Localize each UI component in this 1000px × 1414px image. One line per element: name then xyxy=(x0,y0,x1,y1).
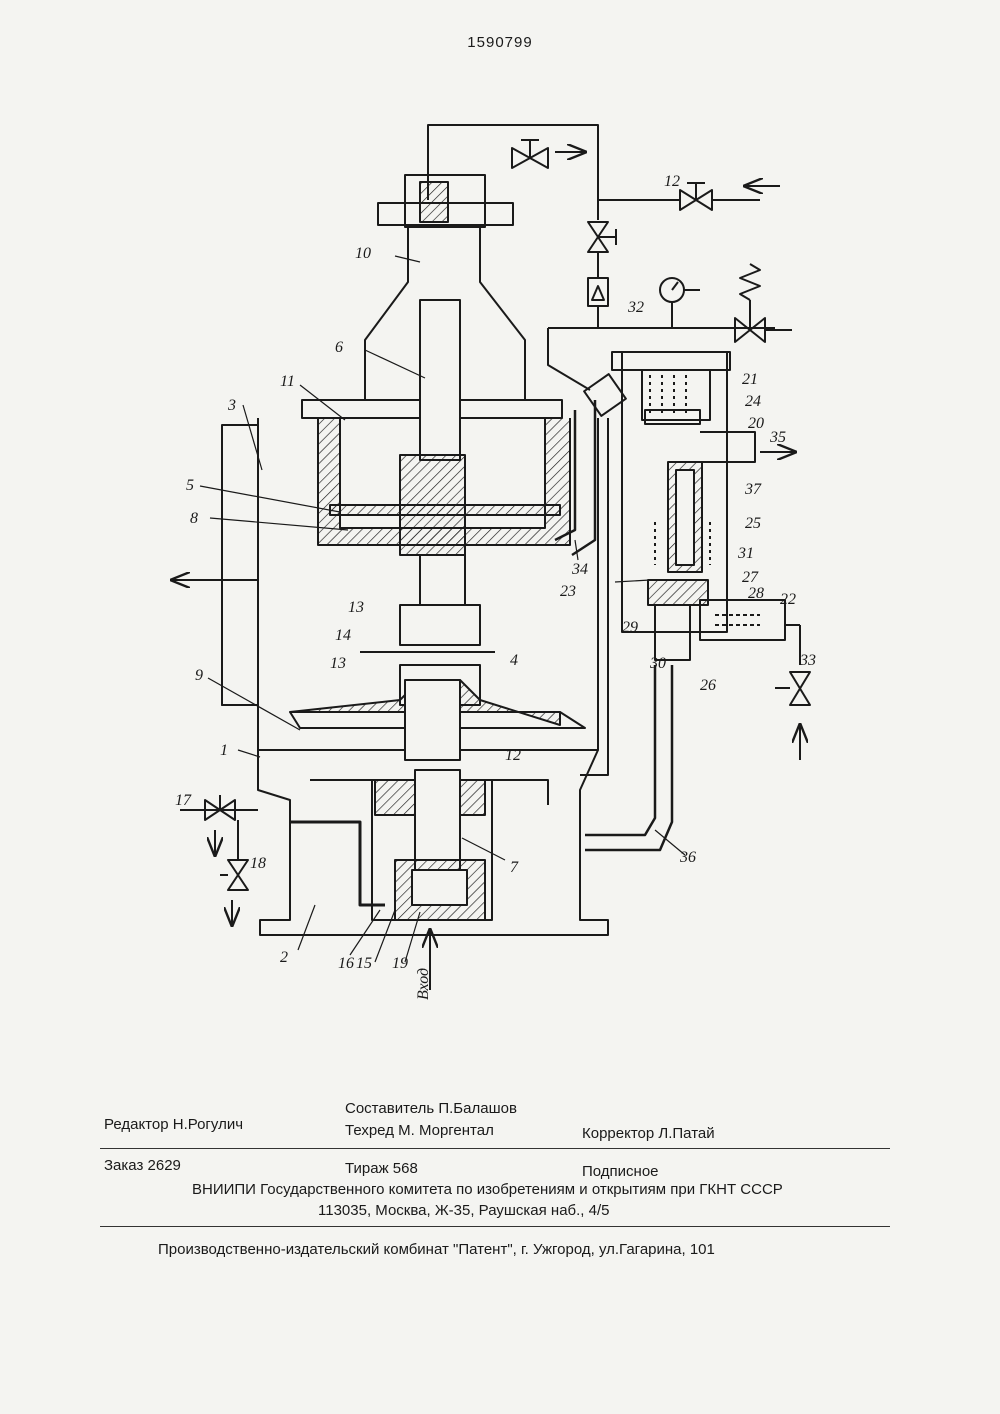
top-cap xyxy=(404,174,486,228)
top-valve-icon xyxy=(511,139,549,169)
label-26: 25 xyxy=(745,515,761,532)
label-3: 3 xyxy=(227,397,236,414)
label-13a: 13 xyxy=(348,599,364,616)
label-14: 13 xyxy=(330,655,346,672)
relief-valve-icon xyxy=(734,263,792,343)
document-number: 1590799 xyxy=(467,34,533,51)
label-15: 14 xyxy=(335,627,351,644)
label-4: 4 xyxy=(510,652,518,669)
label-25: 24 xyxy=(745,393,761,410)
label-17: 16 xyxy=(338,955,354,972)
label-36: 35 xyxy=(769,429,786,446)
label-27: 26 xyxy=(700,677,716,694)
institute: ВНИИПИ Государственного комитета по изоб… xyxy=(192,1181,783,1198)
label-33: 32 xyxy=(627,299,644,316)
label-19: 18 xyxy=(250,855,266,872)
label-8: 8 xyxy=(190,510,198,527)
label-13b: 12 xyxy=(505,747,521,764)
label-20: 19 xyxy=(392,955,408,972)
corrector: Корректор Л.Патай xyxy=(582,1125,715,1142)
techred: Техред М. Моргентал xyxy=(345,1122,494,1139)
inlet-label: Вход xyxy=(415,968,432,1000)
label-34: 33 xyxy=(799,652,816,669)
rule-2 xyxy=(100,1226,890,1227)
label-18: 17 xyxy=(175,792,192,809)
label-30: 29 xyxy=(622,619,638,636)
label-31: 30 xyxy=(649,655,666,672)
compiler: Составитель П.Балашов xyxy=(345,1100,517,1117)
valve-19-icon xyxy=(220,859,249,891)
label-23: 22 xyxy=(780,591,796,608)
technical-drawing: 10 6 11 3 5 8 13 14 13 4 9 12 1 17 18 7 … xyxy=(0,124,816,1000)
label-10: 10 xyxy=(355,245,371,262)
address: 113035, Москва, Ж-35, Раушская наб., 4/5 xyxy=(318,1202,610,1219)
editor: Редактор Н.Рогулич xyxy=(104,1116,244,1133)
vertical-valve-icon xyxy=(587,221,617,253)
label-37: 36 xyxy=(679,849,696,866)
label-32: 31 xyxy=(737,545,754,562)
publisher: Производственно-издательский комбинат "П… xyxy=(158,1241,715,1258)
valve-34-icon xyxy=(775,671,811,706)
label-28: 27 xyxy=(742,569,759,586)
label-7: 7 xyxy=(510,859,519,876)
label-38: 37 xyxy=(744,481,762,498)
label-9: 9 xyxy=(195,667,203,684)
part-labels: 10 6 11 3 5 8 13 14 13 4 9 12 1 17 18 7 … xyxy=(175,173,816,1000)
valve-18-icon xyxy=(204,795,236,821)
label-22: 21 xyxy=(742,371,758,388)
check-valve xyxy=(587,277,609,307)
label-5: 5 xyxy=(186,477,194,494)
valve-12-icon xyxy=(679,182,713,211)
label-1: 1 xyxy=(220,742,228,759)
rule-1 xyxy=(100,1148,890,1149)
label-24: 23 xyxy=(560,583,576,600)
order: Заказ 2629 xyxy=(104,1157,181,1174)
circulation: Тираж 568 xyxy=(345,1160,418,1177)
subscription: Подписное xyxy=(582,1163,659,1180)
label-35: 34 xyxy=(571,561,588,578)
label-11: 11 xyxy=(280,373,295,390)
label-16: 15 xyxy=(356,955,372,972)
label-21: 20 xyxy=(748,415,764,432)
shaft-6 xyxy=(419,299,461,461)
label-12: 12 xyxy=(664,173,680,190)
top-pipe xyxy=(427,124,599,220)
label-6: 6 xyxy=(335,339,343,356)
label-29: 28 xyxy=(748,585,764,602)
label-2: 2 xyxy=(280,949,288,966)
